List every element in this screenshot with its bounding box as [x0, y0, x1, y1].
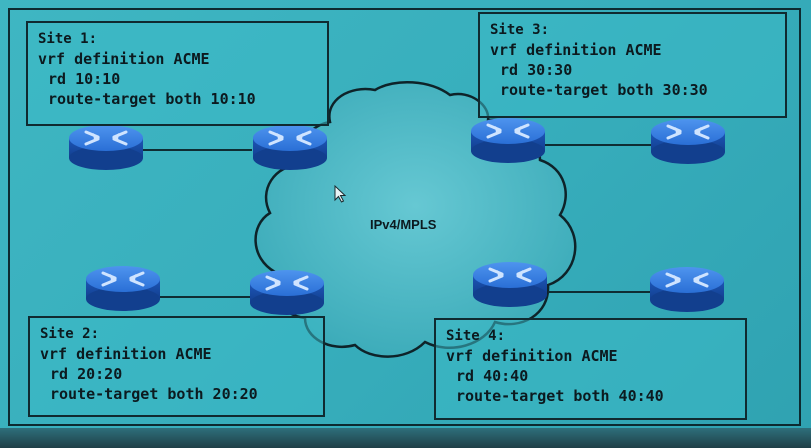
rd-line: rd 20:20 [50, 365, 123, 383]
vrf-line: vrf definition ACME [38, 50, 210, 68]
router-icon[interactable] [649, 117, 727, 166]
site-1-config: Site 1: vrf definition ACME rd 10:10 rou… [26, 21, 329, 126]
screen-bottom-edge [0, 428, 811, 448]
links [143, 144, 652, 298]
site-4-config: Site 4: vrf definition ACME rd 40:40 rou… [434, 318, 747, 420]
site-title: Site 3: [490, 22, 550, 38]
router-icon[interactable] [471, 260, 549, 309]
network-label: IPv4/MPLS [370, 217, 437, 232]
vrf-line: vrf definition ACME [446, 347, 618, 365]
mouse-pointer-icon [334, 184, 347, 203]
route-target-line: route-target both 30:30 [500, 81, 708, 99]
router-icon[interactable] [248, 268, 326, 317]
diagram-frame [8, 8, 801, 426]
router-icon[interactable] [84, 264, 162, 313]
router-icon[interactable] [67, 123, 145, 172]
vrf-line: vrf definition ACME [40, 345, 212, 363]
router-icon[interactable] [251, 123, 329, 172]
rd-line: rd 40:40 [456, 367, 529, 385]
vrf-line: vrf definition ACME [490, 41, 662, 59]
site-3-config: Site 3: vrf definition ACME rd 30:30 rou… [478, 12, 787, 118]
site-title: Site 1: [38, 31, 98, 47]
rd-line: rd 10:10 [48, 70, 121, 88]
router-icon[interactable] [469, 116, 547, 165]
site-title: Site 4: [446, 328, 506, 344]
route-target-line: route-target both 20:20 [50, 385, 258, 403]
route-target-line: route-target both 10:10 [48, 90, 256, 108]
route-target-line: route-target both 40:40 [456, 387, 664, 405]
site-2-config: Site 2: vrf definition ACME rd 20:20 rou… [28, 316, 325, 417]
router-icon[interactable] [648, 265, 726, 314]
rd-line: rd 30:30 [500, 61, 573, 79]
site-title: Site 2: [40, 326, 100, 342]
